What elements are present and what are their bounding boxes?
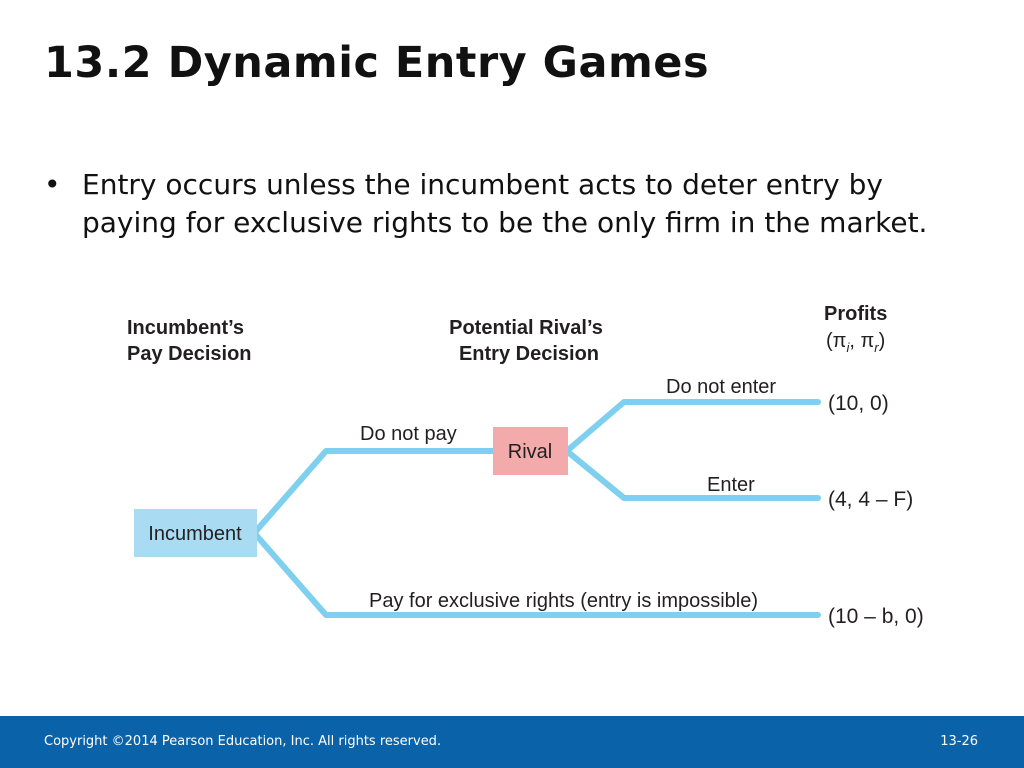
payoff-enter: (4, 4 – F) [828,488,913,511]
branch-pay-exclusive [253,532,821,618]
rival-node-label: Rival [508,441,552,463]
branch-do-not-enter [565,399,821,453]
payoff-pay-exclusive: (10 – b, 0) [828,605,924,628]
game-tree-diagram: Incumbent Rival Incumbent’s Pay Decision… [127,303,924,628]
page-number: 13-26 [940,734,978,749]
copyright-text: Copyright ©2014 Pearson Education, Inc. … [44,734,442,749]
branch-do-not-pay [253,448,498,534]
bullet-item: • Entry occurs unless the incumbent acts… [44,166,974,242]
branch-enter [565,449,821,501]
enter-label: Enter [707,474,755,496]
bullet-list: • Entry occurs unless the incumbent acts… [44,166,974,242]
payoff-do-not-enter: (10, 0) [828,392,889,415]
footer-bar: Copyright ©2014 Pearson Education, Inc. … [0,716,1024,768]
do-not-enter-label: Do not enter [666,376,776,398]
slide-title: 13.2 Dynamic Entry Games [44,38,710,88]
incumbent-header-line2: Pay Decision [127,343,252,365]
incumbent-node [134,509,257,557]
bullet-dot: • [44,168,61,201]
rival-header-line2: Entry Decision [459,343,599,365]
profits-header: Profits [824,303,887,325]
bullet-text: Entry occurs unless the incumbent acts t… [82,168,928,239]
rival-node [493,427,568,475]
incumbent-header-line1: Incumbent’s [127,317,244,339]
pay-exclusive-label: Pay for exclusive rights (entry is impos… [369,590,758,612]
rival-header-line1: Potential Rival’s [449,317,603,339]
incumbent-node-label: Incumbent [148,523,242,545]
do-not-pay-label: Do not pay [360,423,457,445]
profits-subheader: (πi, πr) [826,330,885,355]
